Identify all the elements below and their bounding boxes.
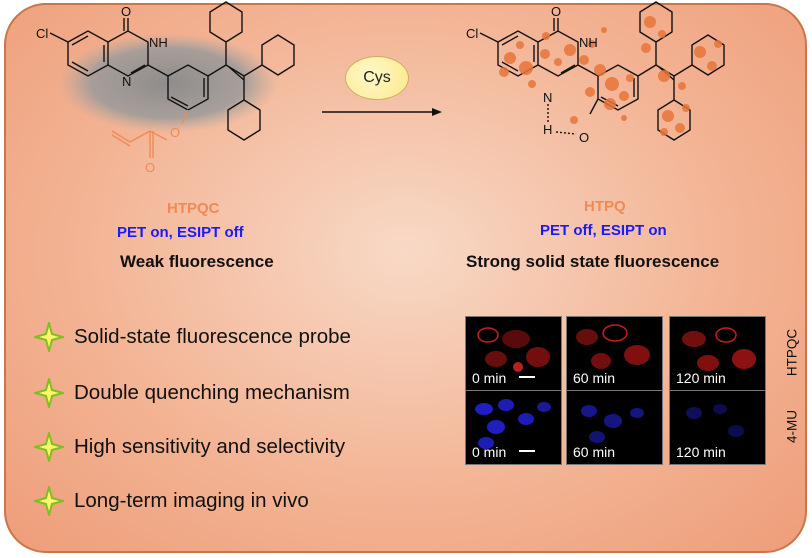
atom-n: N: [543, 90, 552, 105]
htpqc-mechanism: PET on, ESIPT off: [117, 224, 244, 241]
image-htpqc-0min: 0 min: [465, 316, 562, 391]
scale-bar: [519, 376, 535, 378]
htpq-name: HTPQ: [584, 198, 626, 215]
feature-item: Solid-state fluorescence probe: [34, 322, 351, 352]
sparkle-icon: [34, 486, 64, 516]
reaction-scheme: Cl O NH N O O: [36, 1, 725, 175]
reagent-label: Cys: [363, 69, 391, 86]
image-4mu-60min: 60 min: [566, 390, 663, 465]
sparkle-icon: [34, 432, 64, 462]
image-4mu-0min: 0 min: [465, 390, 562, 465]
atom-h: H: [543, 122, 552, 137]
atom-hydroxyl-o: O: [579, 130, 589, 145]
htpqc-description: Weak fluorescence: [120, 252, 274, 271]
feature-text: Solid-state fluorescence probe: [74, 325, 351, 348]
row-label-4mu: 4-MU: [784, 410, 800, 443]
feature-text: Long-term imaging in vivo: [74, 489, 309, 512]
cell-fluorescence: [686, 404, 744, 437]
time-label: 0 min: [472, 370, 507, 386]
atom-ester-o: O: [170, 125, 180, 140]
time-label: 120 min: [676, 444, 726, 460]
feature-item: Double quenching mechanism: [34, 378, 350, 408]
cell-fluorescence: [576, 324, 650, 369]
htpqc-name: HTPQC: [167, 200, 220, 217]
atom-cl: Cl: [36, 26, 48, 41]
htpqc-structure: Cl O NH N O O: [36, 1, 295, 175]
atom-nh: NH: [579, 35, 598, 50]
htpq-description: Strong solid state fluorescence: [466, 252, 720, 271]
feature-item: High sensitivity and selectivity: [34, 432, 345, 462]
sparkle-icon: [34, 322, 64, 352]
atom-o: O: [551, 4, 561, 19]
htpq-mechanism: PET off, ESIPT on: [540, 222, 667, 239]
htpq-structure: Cl O NH N H O: [466, 1, 725, 145]
atom-n: N: [122, 74, 131, 89]
time-label: 60 min: [573, 370, 616, 386]
row-label-htpqc: HTPQC: [784, 328, 800, 377]
image-htpqc-120min: 120 min: [669, 316, 766, 391]
feature-text: High sensitivity and selectivity: [74, 435, 346, 458]
cell-fluorescence: [581, 405, 644, 443]
image-4mu-120min: 120 min: [669, 390, 766, 465]
reaction-arrow: [322, 108, 442, 116]
atom-carbonyl-o: O: [145, 160, 155, 175]
cell-fluorescence: [477, 327, 550, 372]
time-label: 60 min: [573, 444, 616, 460]
atom-nh: NH: [149, 35, 168, 50]
feature-item: Long-term imaging in vivo: [34, 486, 309, 516]
time-label: 120 min: [676, 370, 726, 386]
cell-fluorescence: [682, 327, 756, 371]
image-htpqc-60min: 60 min: [566, 316, 663, 391]
atom-cl: Cl: [466, 26, 478, 41]
cell-fluorescence: [475, 399, 551, 449]
scale-bar: [519, 450, 535, 452]
feature-text: Double quenching mechanism: [74, 381, 350, 404]
cys-reagent-badge: Cys: [345, 56, 409, 100]
sparkle-icon: [34, 378, 64, 408]
atom-o: O: [121, 4, 131, 19]
fluorescence-dots: [499, 16, 722, 136]
time-label: 0 min: [472, 444, 507, 460]
